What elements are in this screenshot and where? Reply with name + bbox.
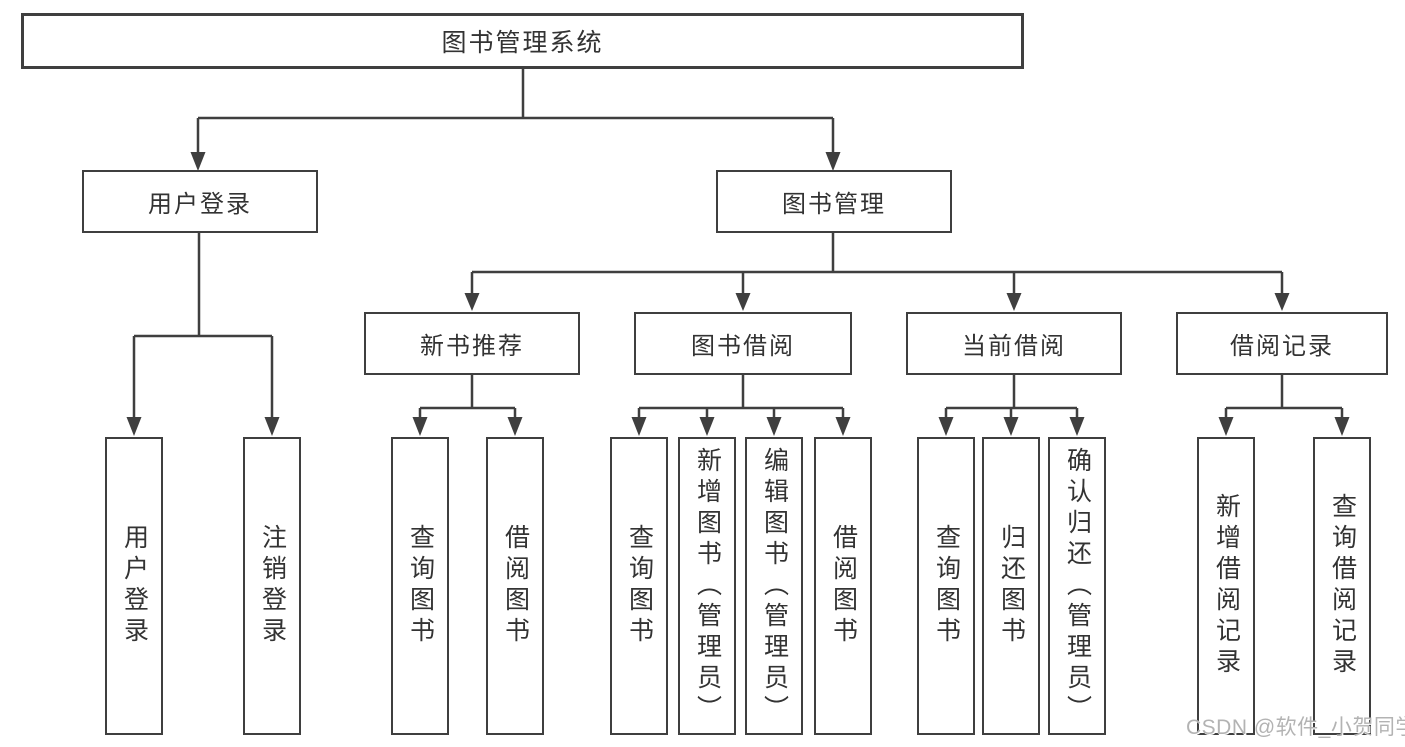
leaf-logout: 注销登录 xyxy=(243,437,301,735)
node-label: 用户登录 xyxy=(120,524,149,648)
node-label: 用户登录 xyxy=(148,191,252,218)
node-label: 借阅图书 xyxy=(501,524,530,648)
node-label: 查询借阅记录 xyxy=(1328,493,1357,679)
leaf-query-books-current: 查询图书 xyxy=(917,437,975,735)
leaf-add-book-admin: 新增图书（管理员） xyxy=(678,437,736,735)
node-label: 借阅记录 xyxy=(1230,333,1334,360)
node-label: 归还图书 xyxy=(997,524,1026,648)
leaf-borrow-books-borrowing: 借阅图书 xyxy=(814,437,872,735)
leaf-query-books-recommend: 查询图书 xyxy=(391,437,449,735)
leaf-edit-book-admin: 编辑图书（管理员） xyxy=(745,437,803,735)
node-library-management-system: 图书管理系统 xyxy=(21,13,1024,69)
node-label: 查询图书 xyxy=(625,524,654,648)
node-user-login-group: 用户登录 xyxy=(82,170,318,233)
node-label: 注销登录 xyxy=(258,524,287,648)
leaf-query-books-borrowing: 查询图书 xyxy=(610,437,668,735)
connector-current-borrowing-children xyxy=(938,375,1085,436)
node-label: 查询图书 xyxy=(406,524,435,648)
node-borrowing-records: 借阅记录 xyxy=(1176,312,1388,375)
node-label: 查询图书 xyxy=(932,524,961,648)
connector-new-book-recommendation-children xyxy=(412,375,523,436)
node-label: 新书推荐 xyxy=(420,333,524,360)
leaf-return-book: 归还图书 xyxy=(982,437,1040,735)
leaf-user-login: 用户登录 xyxy=(105,437,163,735)
node-label: 编辑图书（管理员） xyxy=(760,446,789,726)
node-label: 新增图书（管理员） xyxy=(693,446,722,726)
node-new-book-recommendation: 新书推荐 xyxy=(364,312,580,375)
connector-borrowing-records-children xyxy=(1218,375,1350,436)
leaf-borrow-books-recommend: 借阅图书 xyxy=(486,437,544,735)
node-label: 借阅图书 xyxy=(829,524,858,648)
node-label: 新增借阅记录 xyxy=(1212,493,1241,679)
connector-user-login-children xyxy=(126,233,280,436)
node-current-borrowing: 当前借阅 xyxy=(906,312,1122,375)
connector-root-to-level1 xyxy=(190,69,841,171)
leaf-confirm-return-admin: 确认归还（管理员） xyxy=(1048,437,1106,735)
node-book-management: 图书管理 xyxy=(716,170,952,233)
leaf-query-borrow-record: 查询借阅记录 xyxy=(1313,437,1371,735)
leaf-add-borrow-record: 新增借阅记录 xyxy=(1197,437,1255,735)
connector-book-borrowing-children xyxy=(631,375,851,436)
node-label: 图书管理 xyxy=(782,191,886,218)
node-book-borrowing: 图书借阅 xyxy=(634,312,852,375)
node-label: 图书管理系统 xyxy=(441,29,604,57)
connector-book-management-children xyxy=(464,233,1290,311)
csdn-watermark: CSDN @软件_小贺同学 xyxy=(1186,716,1405,739)
node-label: 确认归还（管理员） xyxy=(1063,446,1092,726)
node-label: 当前借阅 xyxy=(962,333,1066,360)
node-label: 图书借阅 xyxy=(691,333,795,360)
